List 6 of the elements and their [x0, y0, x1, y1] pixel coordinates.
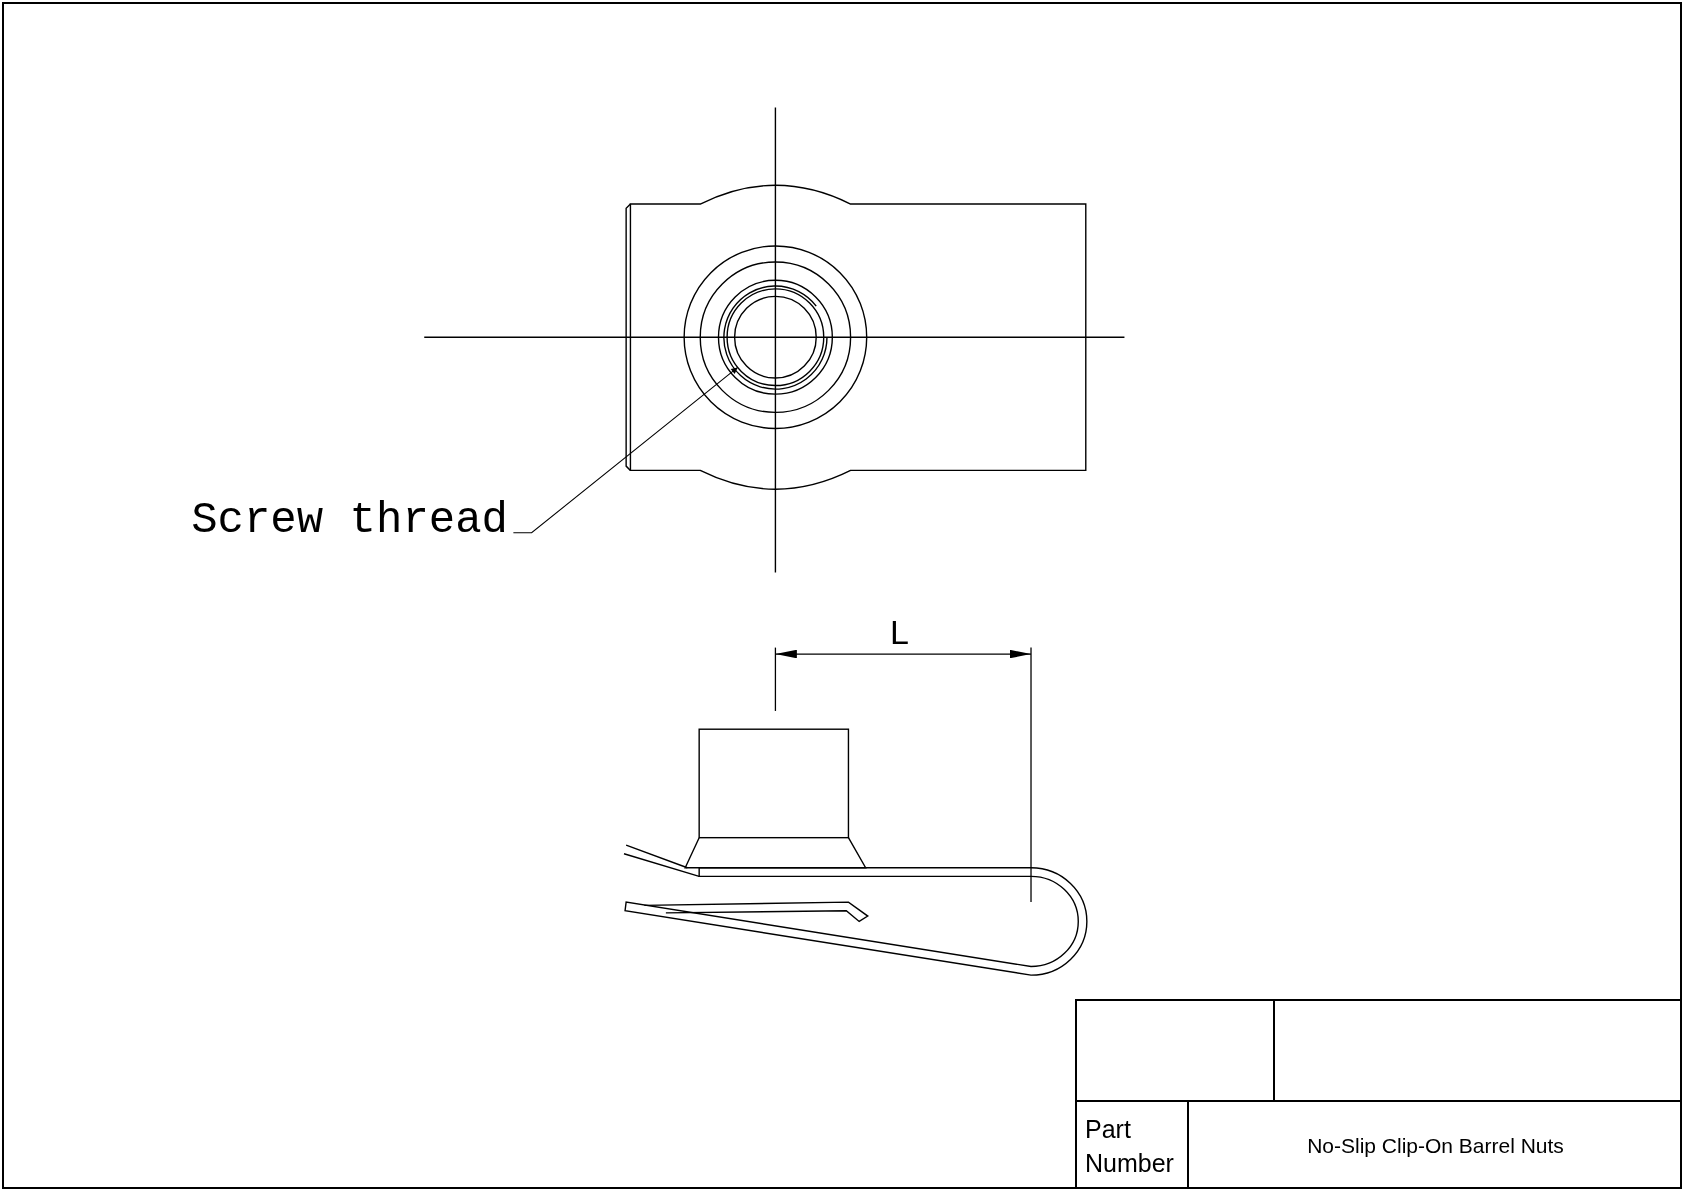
part-name: No-Slip Clip-On Barrel Nuts [1307, 1132, 1564, 1159]
dimension-label: L [890, 615, 909, 649]
screw-thread [726, 288, 825, 387]
leader-line [512, 366, 739, 534]
callout-text: Screw thread [191, 498, 512, 543]
title-block-heading: Part Number [1085, 1113, 1175, 1179]
